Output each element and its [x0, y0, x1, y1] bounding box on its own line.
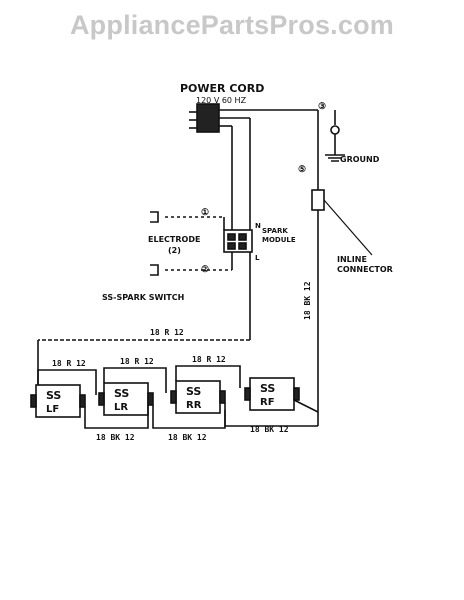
- wire-2-marker: ②: [201, 265, 209, 275]
- electrode-icon-1: [150, 211, 159, 223]
- spark-switch-rr: [170, 380, 226, 414]
- spark-switch-lr: [98, 382, 154, 416]
- wire-1-marker: ①: [201, 208, 209, 218]
- switch-rr-top: SS: [186, 385, 201, 398]
- wire-4-label: 18 R 12: [150, 328, 184, 337]
- switch-lr-bottom: LR: [114, 402, 128, 413]
- switch-lr-top: SS: [114, 387, 129, 400]
- switch-rf-top: SS: [260, 382, 275, 395]
- spark-module: [223, 229, 253, 253]
- electrode-icon-2: [150, 264, 159, 276]
- spark-module-label-1: SPARK: [262, 227, 288, 235]
- inline-connector-label-1: INLINE: [337, 255, 367, 264]
- spark-switch-lf: [30, 384, 86, 418]
- watermark-text: AppliancePartsPros.com: [69, 10, 394, 40]
- power-cord-rating: 120 V 60 HZ: [196, 96, 247, 105]
- switch-rf-bottom: RF: [260, 397, 275, 408]
- ground-terminal-icon: [330, 125, 340, 135]
- spark-switch-label: SS-SPARK SWITCH: [102, 293, 184, 302]
- electrode-label: ELECTRODE: [148, 235, 200, 244]
- spark-module-pin-l: L: [255, 254, 260, 262]
- switch-lf-bottom: LF: [46, 404, 59, 415]
- wire-9-label: 18 BK 12: [168, 433, 207, 442]
- wire-7-label: 18 R 12: [192, 355, 226, 364]
- ground-symbol-icon: [325, 154, 345, 162]
- inline-connector-label-2: CONNECTOR: [337, 265, 393, 274]
- spark-module-pin-n: N: [255, 222, 261, 230]
- inline-connector: [311, 189, 325, 211]
- switch-lf-top: SS: [46, 389, 61, 402]
- wire-6-label: 18 R 12: [120, 357, 154, 366]
- switch-rr-bottom: RR: [186, 400, 202, 411]
- spark-module-label-2: MODULE: [262, 236, 296, 244]
- power-cord-plug: [189, 103, 220, 133]
- wire-3-marker: ③: [318, 102, 326, 112]
- power-cord-title: POWER CORD: [180, 82, 264, 95]
- electrode-count: (2): [168, 246, 181, 255]
- wire-5-marker: ⑤: [298, 165, 306, 175]
- wire-11-label: 18 BK 12: [303, 281, 312, 320]
- wire-10-label: 18 BK 12: [250, 425, 289, 434]
- wire-8-label: 18 BK 12: [96, 433, 135, 442]
- wire-5-label: 18 R 12: [52, 359, 86, 368]
- spark-switch-rf: [244, 377, 300, 411]
- ground-label: GROUND: [340, 155, 380, 164]
